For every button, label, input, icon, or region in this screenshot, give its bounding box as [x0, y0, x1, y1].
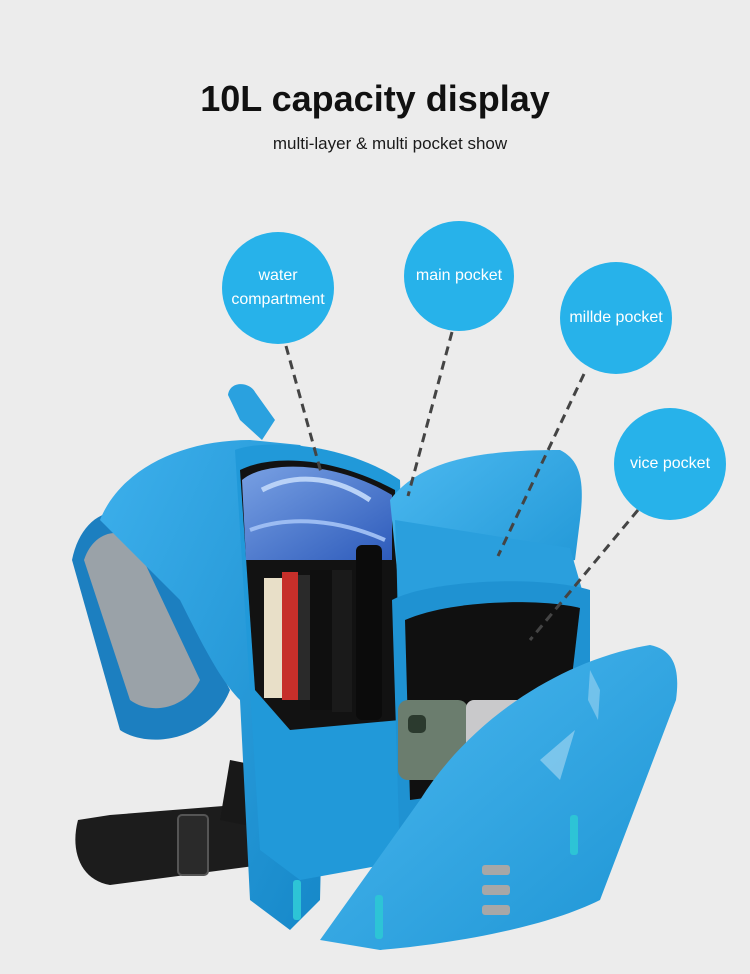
zipper-pulls [293, 815, 578, 939]
shoulder-strap-left [72, 512, 230, 740]
callout-label-middle: millde pocket [569, 309, 663, 326]
page-subtitle: multi-layer & multi pocket show [272, 134, 508, 153]
callout-bubble-main [404, 221, 514, 331]
callout-bubble-water [222, 232, 334, 344]
callout-bubble-vice [614, 408, 726, 520]
callout-leader-lines [284, 331, 640, 641]
main-compartment [235, 444, 410, 880]
vice-pocket [320, 645, 678, 950]
callout-bubbles [222, 221, 726, 520]
callout-label-main: main pocket [415, 267, 503, 284]
callout-label-water: water compartment [231, 267, 325, 308]
page-title: 10L capacity display [200, 78, 550, 119]
callout-label-vice: vice pocket [629, 455, 711, 472]
callout-bubble-middle [560, 262, 672, 374]
